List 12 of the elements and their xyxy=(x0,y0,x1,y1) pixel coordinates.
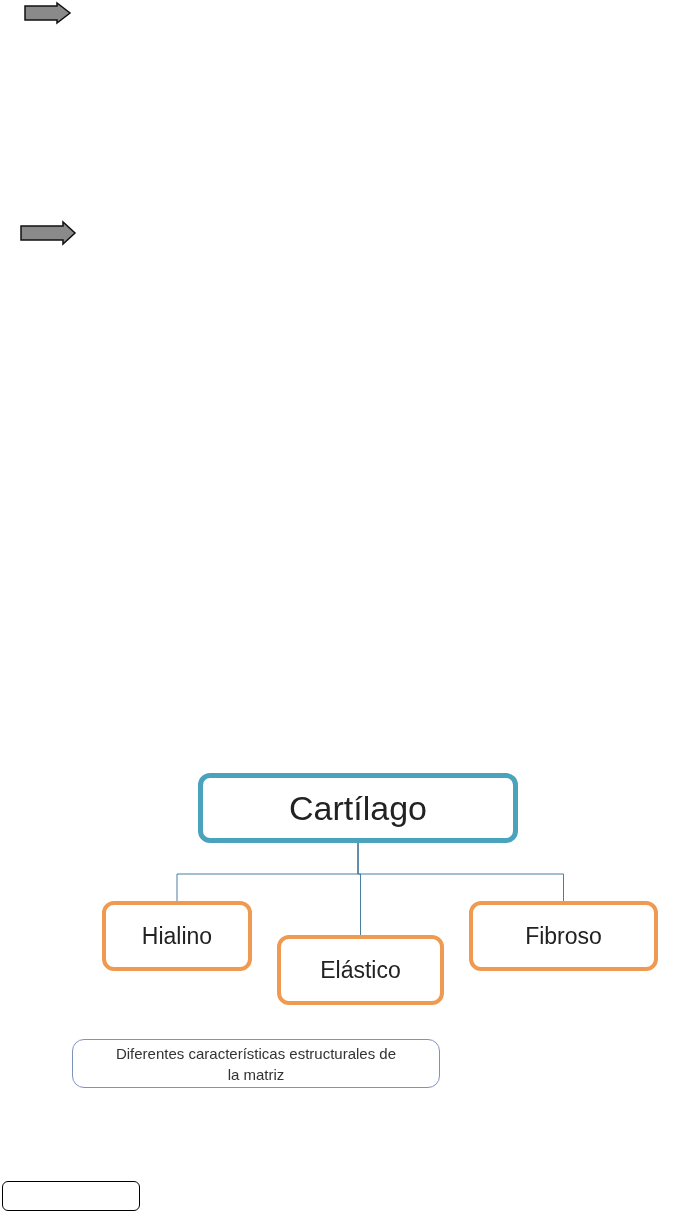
category-box xyxy=(469,901,658,971)
empty-box xyxy=(2,1181,140,1211)
node-label: Fibroso xyxy=(525,921,602,951)
connector-line xyxy=(357,842,564,902)
root-box xyxy=(198,773,518,843)
node-label: Elástico xyxy=(320,955,401,985)
note-box xyxy=(72,1039,440,1088)
category-box xyxy=(277,935,444,1005)
node-label: Cartílago xyxy=(289,787,427,829)
category-box xyxy=(102,901,252,971)
node-label: Hialino xyxy=(141,921,213,951)
node-label: Diferentes características estructurales de la matriz xyxy=(114,1043,398,1085)
